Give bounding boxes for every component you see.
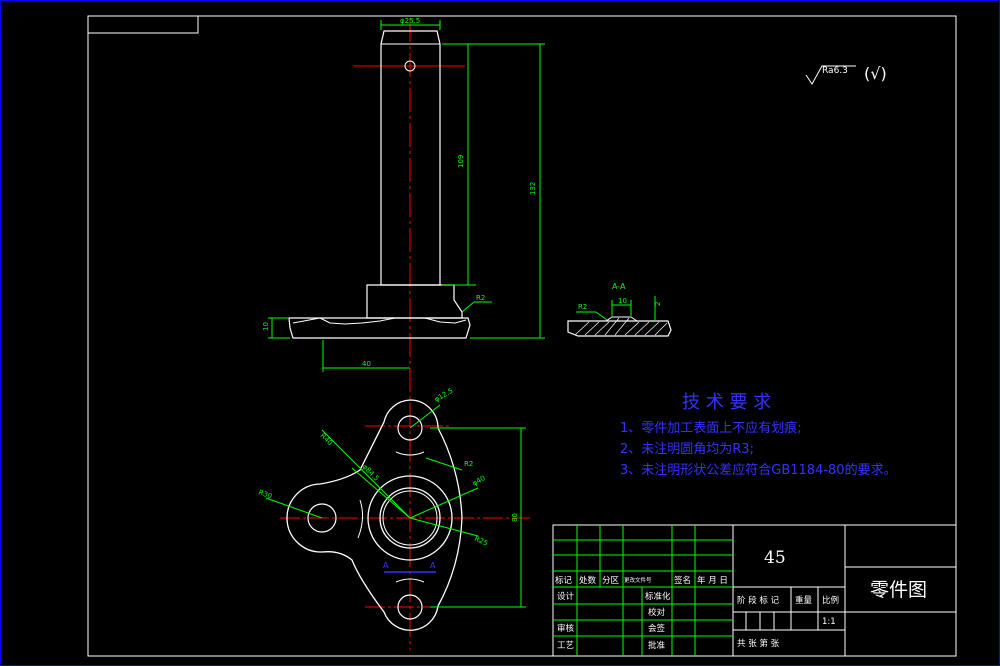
role-design: 设计	[557, 591, 575, 602]
dim-slot-radius: R2	[578, 303, 587, 311]
sheet-info: 共 张 第 张	[737, 638, 780, 649]
role-labels: 设计 审核 工艺 标准化 校对 会签 批准	[557, 591, 671, 651]
dim-hole-top: φ12.5	[433, 387, 455, 404]
roughness-value: Ra6.3	[822, 66, 848, 76]
change-label-docno: 更改文件号	[624, 576, 652, 584]
role-review: 审核	[557, 623, 575, 634]
change-label-mark: 标记	[555, 575, 573, 586]
dim-r40: R40	[319, 432, 334, 447]
role-standard: 标准化	[645, 591, 671, 602]
scale-value: 1:1	[822, 617, 836, 627]
center-boss	[367, 475, 453, 561]
role-approve: 批准	[648, 640, 666, 651]
title-block	[552, 524, 957, 657]
role-countersign: 会签	[648, 623, 666, 634]
hole-top	[397, 415, 423, 441]
dim-slot-depth: 2	[654, 302, 662, 306]
technical-notes: 技 术 要 求 1、零件加工表面上不应有划痕; 2、未注明圆角均为R3; 3、未…	[620, 392, 897, 478]
material: 45	[764, 548, 786, 568]
role-check: 校对	[648, 607, 666, 618]
part-name: 零件图	[870, 579, 927, 601]
change-label-zone: 分区	[602, 576, 620, 586]
dim-boss-dia: φ40	[471, 474, 487, 488]
scale-label: 比例	[822, 595, 839, 606]
section-marker-right: A	[430, 561, 436, 570]
note-2: 2、未注明圆角均为R3;	[620, 442, 754, 457]
flange-outline	[288, 317, 471, 339]
dim-total-height: 132	[529, 182, 537, 195]
cross-pin-hole	[404, 60, 416, 72]
dim-r25: R25	[473, 535, 489, 548]
stage-header: 阶 段 标 记 重量 比例 1:1 共 张 第 张	[737, 595, 839, 649]
dim-side-height: 80	[511, 513, 519, 522]
change-label-date: 年 月 日	[697, 575, 728, 586]
note-1: 1、零件加工表面上不应有划痕;	[620, 420, 802, 436]
dim-pcd: φ84.5	[361, 463, 381, 483]
dim-fillet-radius: R2	[476, 294, 485, 302]
weight-label: 重量	[795, 595, 813, 606]
change-label-sign: 签名	[674, 575, 691, 586]
role-process: 工艺	[557, 641, 574, 651]
hole-left	[307, 503, 337, 533]
plate-outline	[286, 399, 463, 631]
change-row-labels: 标记 处数 分区 更改文件号 签名 年 月 日	[555, 575, 728, 586]
front-view: φ25.5 109 132 10 40 R2	[262, 17, 545, 650]
roughness-symbol: Ra6.3 (√)	[805, 64, 887, 85]
top-view: A A φ12.5 R40 φ84.5 R30 φ40 R25 R2 80	[257, 387, 530, 631]
note-3: 3、未注明形状公差应符合GB1184-80的要求。	[620, 462, 897, 478]
dim-flange-thickness: 10	[262, 322, 270, 331]
dim-radius-right: R2	[464, 460, 473, 468]
dim-flange-offset: 40	[362, 360, 371, 368]
stage-mark-label: 阶 段 标 记	[737, 595, 780, 606]
section-marker-left: A	[383, 561, 389, 570]
section-title: A-A	[612, 282, 626, 291]
notes-title: 技 术 要 求	[682, 392, 771, 413]
dim-r30: R30	[257, 488, 273, 500]
dim-shaft-length: 109	[457, 155, 465, 168]
change-label-count: 处数	[579, 575, 597, 586]
drawing-border	[87, 15, 957, 657]
hole-bottom	[397, 594, 423, 620]
corner-code-box	[87, 15, 199, 34]
roughness-paren: (√)	[864, 64, 887, 83]
dim-slot-width: 10	[618, 297, 627, 305]
dim-shaft-diameter: φ25.5	[400, 17, 420, 25]
section-a-a: A-A 10 2 R2	[567, 282, 672, 337]
title-block-grid	[553, 525, 733, 656]
